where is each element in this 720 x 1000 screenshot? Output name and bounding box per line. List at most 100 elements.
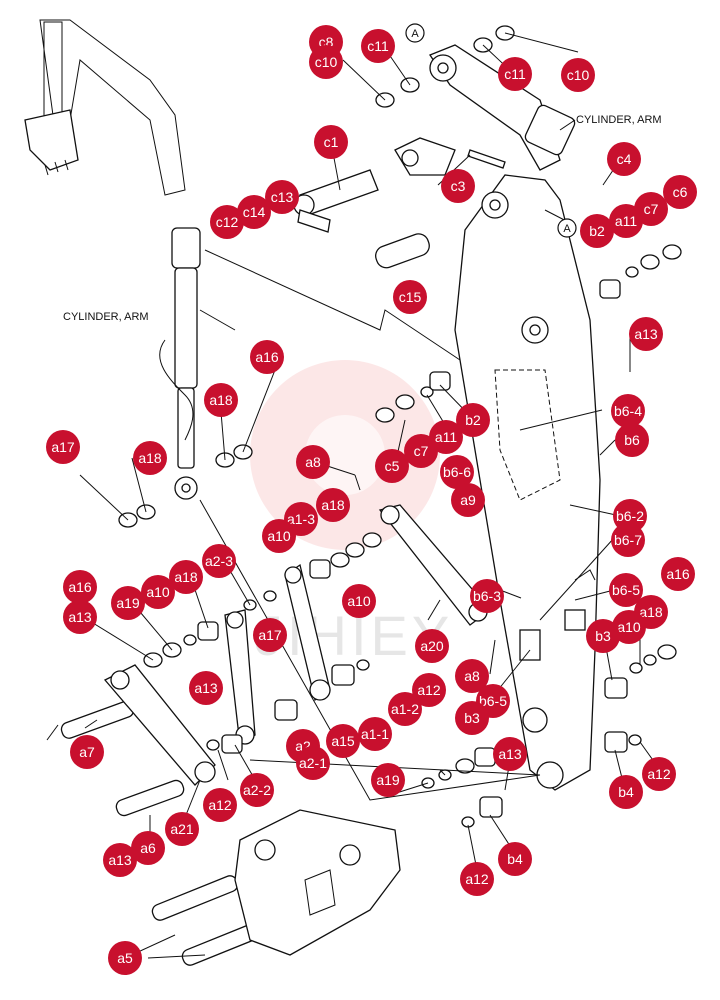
svg-text:c1: c1 <box>324 134 339 150</box>
arm-cylinder-top <box>394 44 576 176</box>
svg-text:a2-2: a2-2 <box>243 782 271 798</box>
svg-text:a18: a18 <box>138 450 162 466</box>
svg-text:c15: c15 <box>399 289 422 305</box>
cylinder-arm-label-top: CYLINDER, ARM <box>576 114 662 126</box>
svg-text:a10: a10 <box>347 593 371 609</box>
callout-b2: b2 <box>580 214 614 248</box>
arm-cylinder-left <box>159 227 236 500</box>
callout-a19: a19 <box>371 763 405 797</box>
svg-text:b2: b2 <box>589 223 605 239</box>
callout-a8: a8 <box>296 445 330 479</box>
callout-a18: a18 <box>133 441 167 475</box>
svg-text:a19: a19 <box>116 595 140 611</box>
svg-text:c4: c4 <box>617 151 632 167</box>
svg-text:a8: a8 <box>464 668 480 684</box>
callout-a7: a7 <box>70 735 104 769</box>
svg-text:a18: a18 <box>174 569 198 585</box>
callout-a15: a15 <box>326 724 360 758</box>
callout-c11: c11 <box>361 29 395 63</box>
callout-b3: b3 <box>455 701 489 735</box>
callout-a20: a20 <box>415 629 449 663</box>
callout-b2: b2 <box>456 403 490 437</box>
svg-text:b6-5: b6-5 <box>479 693 507 709</box>
callout-a18: a18 <box>316 488 350 522</box>
bushings-washers <box>118 25 682 828</box>
callout-c11: c11 <box>498 57 532 91</box>
svg-text:a11: a11 <box>615 213 638 229</box>
callout-c12: c12 <box>210 205 244 239</box>
svg-text:a13: a13 <box>68 609 92 625</box>
callout-a12: a12 <box>412 673 446 707</box>
callout-a17: a17 <box>253 618 287 652</box>
svg-text:c7: c7 <box>414 443 429 459</box>
svg-text:a11: a11 <box>435 429 458 445</box>
svg-text:a10: a10 <box>146 584 170 600</box>
callout-a16: a16 <box>63 570 97 604</box>
svg-text:c13: c13 <box>271 189 294 205</box>
svg-text:a2-3: a2-3 <box>205 553 233 569</box>
svg-text:c5: c5 <box>385 458 400 474</box>
svg-text:a5: a5 <box>117 950 133 966</box>
svg-text:a13: a13 <box>108 852 132 868</box>
callout-a17: a17 <box>46 430 80 464</box>
callout-a2-3: a2-3 <box>202 544 236 578</box>
svg-text:a13: a13 <box>498 746 522 762</box>
callout-c3: c3 <box>441 169 475 203</box>
callout-c1: c1 <box>314 125 348 159</box>
callout-a13: a13 <box>493 737 527 771</box>
callout-a1-2: a1-2 <box>388 692 422 726</box>
callout-a10: a10 <box>342 584 376 618</box>
svg-text:a6: a6 <box>140 840 156 856</box>
callout-c7: c7 <box>404 434 438 468</box>
svg-text:c10: c10 <box>567 67 590 83</box>
svg-text:a10: a10 <box>267 528 291 544</box>
svg-text:A: A <box>411 28 419 40</box>
svg-text:a17: a17 <box>258 627 282 643</box>
callout-b6-4: b6-4 <box>611 394 645 428</box>
svg-text:A: A <box>563 223 571 235</box>
svg-text:b6-5: b6-5 <box>612 582 640 598</box>
ref-a-mid: A <box>557 218 577 238</box>
svg-text:c3: c3 <box>451 178 466 194</box>
svg-text:a8: a8 <box>305 454 321 470</box>
svg-text:b3: b3 <box>595 628 611 644</box>
callout-a13: a13 <box>629 317 663 351</box>
callout-a10: a10 <box>612 610 646 644</box>
callout-c14: c14 <box>237 195 271 229</box>
svg-text:a12: a12 <box>208 797 232 813</box>
callout-b3: b3 <box>586 619 620 653</box>
svg-text:a18: a18 <box>321 497 345 513</box>
links <box>103 504 491 786</box>
svg-text:a16: a16 <box>68 579 92 595</box>
svg-text:a19: a19 <box>376 772 400 788</box>
callout-a12: a12 <box>642 757 676 791</box>
callout-b4: b4 <box>609 775 643 809</box>
callout-a1-1: a1-1 <box>358 717 392 751</box>
callout-c10: c10 <box>561 58 595 92</box>
callout-c6: c6 <box>663 175 697 209</box>
svg-text:a13: a13 <box>634 326 658 342</box>
callout-a9: a9 <box>451 483 485 517</box>
callout-a11: a11 <box>609 204 643 238</box>
svg-text:a18: a18 <box>639 604 663 620</box>
svg-text:c11: c11 <box>367 38 389 54</box>
svg-text:c6: c6 <box>673 184 688 200</box>
callout-a6: a6 <box>131 831 165 865</box>
callout-a18: a18 <box>169 560 203 594</box>
callout-b6-7: b6-7 <box>611 523 645 557</box>
callout-a2-1: a2-1 <box>296 746 330 780</box>
arm-body <box>454 174 601 791</box>
svg-text:a18: a18 <box>209 392 233 408</box>
callout-c5: c5 <box>375 449 409 483</box>
callout-a13: a13 <box>63 600 97 634</box>
callout-b6: b6 <box>615 423 649 457</box>
svg-text:a1-2: a1-2 <box>391 701 419 717</box>
svg-text:a15: a15 <box>331 733 355 749</box>
svg-text:b6: b6 <box>624 432 640 448</box>
svg-text:a10: a10 <box>617 619 641 635</box>
callout-a12: a12 <box>460 862 494 896</box>
callout-a16: a16 <box>661 557 695 591</box>
callout-c13: c13 <box>265 180 299 214</box>
